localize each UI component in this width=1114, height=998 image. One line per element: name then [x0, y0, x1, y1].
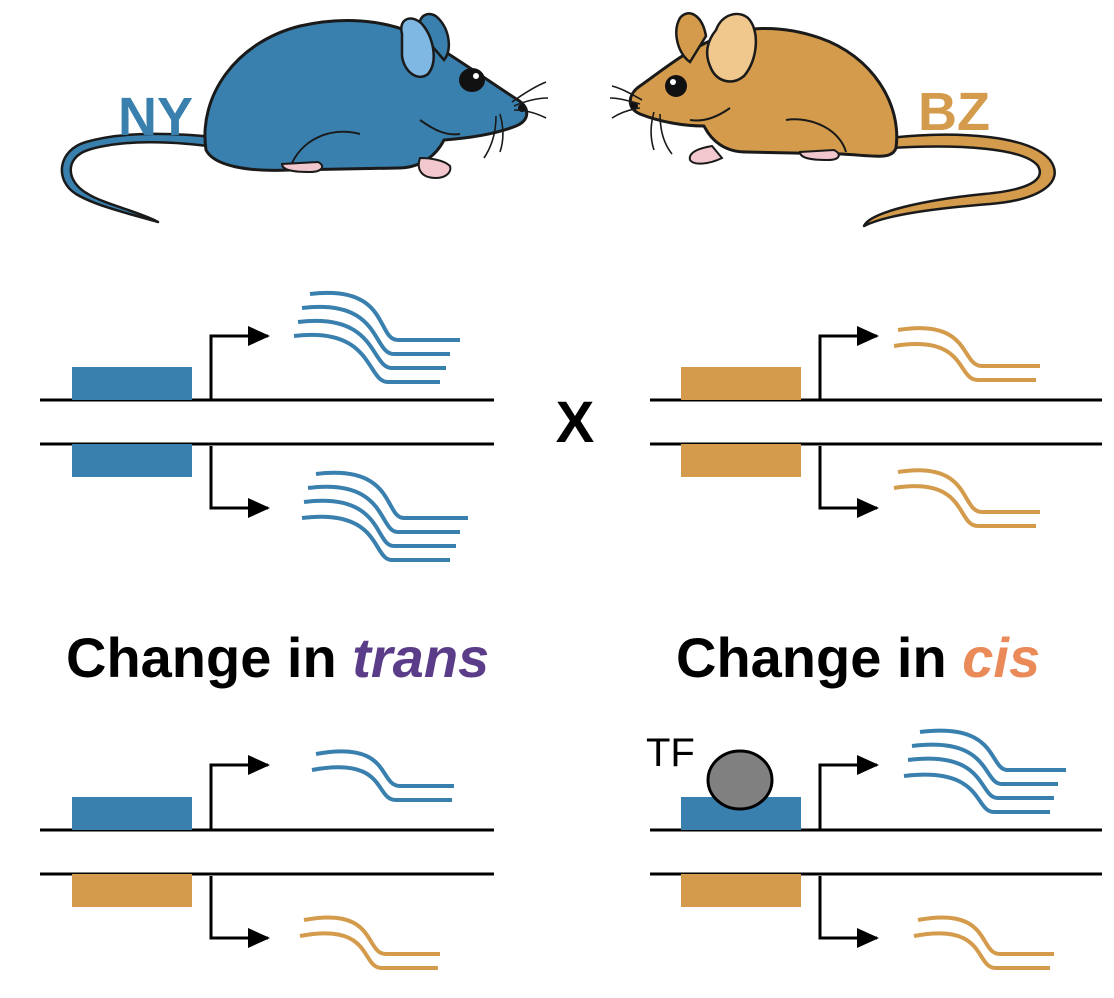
mrna-transcripts-bz-allele [913, 915, 1054, 970]
promoter-arrow-icon [209, 326, 270, 399]
ny-cis-element [72, 797, 192, 830]
bz-mouse [609, 12, 1056, 228]
cis-heading-prefix: Change in [676, 626, 963, 689]
bz-mouse-paws-icon [688, 144, 840, 165]
bz-mouse-eye [665, 75, 687, 97]
promoter-arrow-icon [209, 755, 270, 829]
bz-mouse-tail [862, 133, 1056, 228]
bz-cis-element [681, 367, 801, 400]
mrna-transcripts-low [893, 468, 1040, 528]
trans-panel-heading: Change in trans [66, 630, 489, 686]
ny-strain-label: NY [118, 87, 193, 147]
ny-cis-element [72, 367, 192, 400]
ny-mouse-body [203, 18, 529, 172]
ny-mouse-ear [400, 17, 435, 79]
ny-mouse-whiskers-icon [483, 81, 549, 159]
bz-mouse-ear-back [675, 12, 708, 64]
bz-parent-genotype [650, 326, 1102, 528]
cis-panel-heading: Change in cis [676, 630, 1040, 686]
trans-heading-emphasis: trans [352, 626, 490, 689]
promoter-arrow-icon [209, 876, 270, 948]
bz-strain-label: BZ [918, 82, 990, 142]
cross-symbol: X [556, 390, 595, 455]
mrna-transcripts-high [301, 470, 468, 562]
ny-mouse-paws-icon [280, 156, 452, 180]
ny-mouse [60, 12, 549, 224]
promoter-arrow-icon [818, 446, 879, 518]
promoter-arrow-icon [818, 326, 879, 399]
promoter-arrow-icon [818, 755, 879, 829]
mrna-transcripts-ny-allele [903, 728, 1066, 814]
ny-cis-element [72, 444, 192, 477]
ny-mouse-eye [459, 68, 485, 92]
mrna-transcripts-ny-allele [311, 749, 454, 802]
bz-mouse-ear [705, 12, 758, 83]
bz-cis-element [681, 874, 801, 907]
trans-heading-prefix: Change in [66, 626, 353, 689]
transcription-factor [706, 749, 774, 811]
promoter-arrow-icon [209, 446, 270, 518]
tf-label: TF [646, 731, 695, 775]
bz-mouse-whiskers-icon [609, 85, 673, 155]
cis-heading-emphasis: cis [962, 626, 1041, 689]
mrna-transcripts-bz-allele [299, 915, 440, 970]
trans-hybrid-genotype [40, 749, 494, 970]
ny-parent-genotype [40, 290, 494, 562]
promoter-arrow-icon [818, 876, 879, 948]
cis-hybrid-genotype [650, 728, 1102, 970]
mrna-transcripts-low [893, 326, 1040, 382]
ny-mouse-ear-back [418, 12, 451, 62]
ny-mouse-tail [60, 132, 226, 224]
bz-cis-element [72, 874, 192, 907]
bz-cis-element [681, 444, 801, 477]
bz-mouse-body [628, 26, 899, 158]
mrna-transcripts-high [293, 290, 460, 384]
